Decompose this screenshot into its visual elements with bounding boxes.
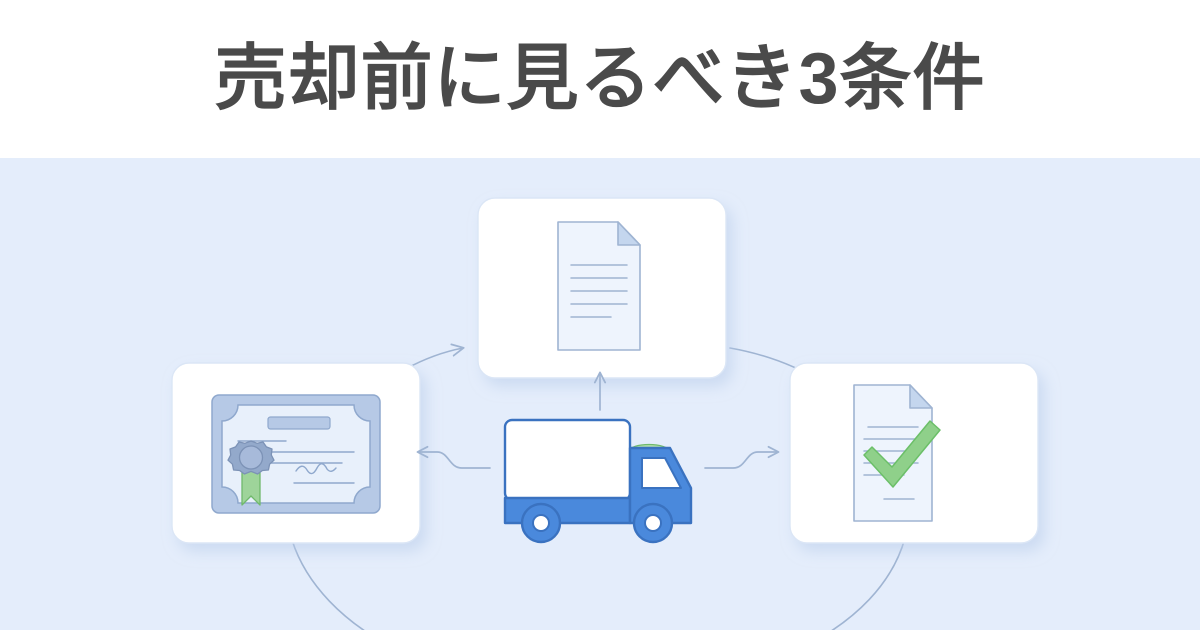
page-title: 売却前に見るべき3条件 bbox=[214, 39, 986, 119]
arrow-truck-left bbox=[416, 445, 491, 469]
cycle-diagram bbox=[171, 197, 1039, 630]
header-band: 売却前に見るべき3条件 bbox=[0, 0, 1200, 158]
illustration-stage bbox=[0, 158, 1200, 630]
check-mark-icon bbox=[863, 420, 941, 488]
certificate-icon bbox=[211, 394, 381, 514]
truck-connector-arrows bbox=[416, 371, 780, 469]
award-seal-icon bbox=[227, 440, 275, 475]
document-icon bbox=[557, 221, 641, 351]
node-right-card[interactable] bbox=[789, 362, 1039, 544]
node-left-card[interactable] bbox=[171, 362, 421, 544]
arc-right-to-left bbox=[291, 537, 906, 630]
delivery-truck-icon[interactable] bbox=[503, 418, 693, 544]
arrow-truck-right bbox=[704, 445, 780, 469]
document-check-icon bbox=[853, 384, 941, 522]
